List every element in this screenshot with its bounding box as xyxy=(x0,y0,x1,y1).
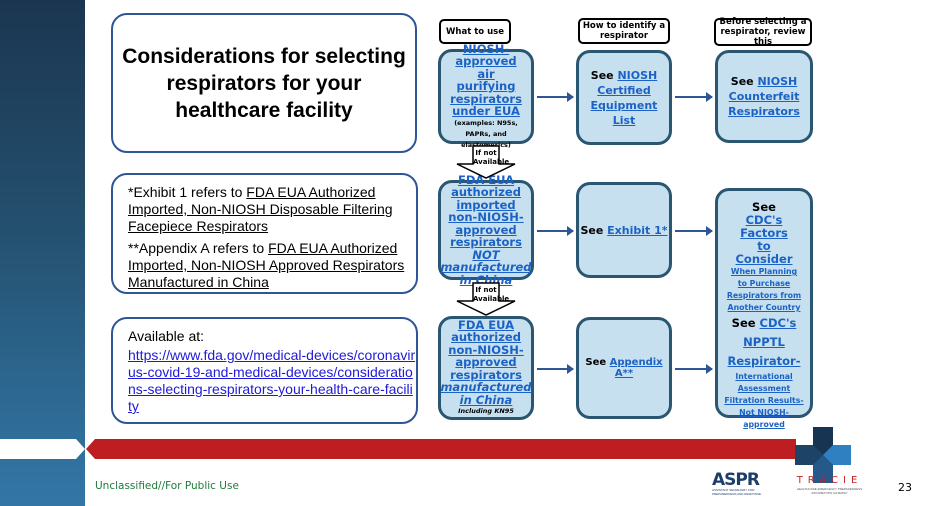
sidebar-stripe xyxy=(0,439,85,459)
header-what-to-use: What to use xyxy=(439,19,511,44)
exhibit-1-box: See Exhibit 1* xyxy=(576,182,672,278)
exhibit-note: *Exhibit 1 refers to FDA EUA Authorized … xyxy=(128,184,416,235)
exhibit-1-link[interactable]: Exhibit 1* xyxy=(607,223,668,237)
see-prefix: See xyxy=(752,200,776,214)
tracie-cross-icon xyxy=(795,427,851,483)
header-how-to-identify: How to identify a respirator xyxy=(578,18,670,44)
fda-china-link[interactable]: FDA EUA authorized non-NIOSH-approved re… xyxy=(448,317,524,382)
header-before-selecting: Before selecting a respirator, review th… xyxy=(714,17,812,47)
see-prefix: See xyxy=(731,316,760,330)
if-not-available-label: If not Available xyxy=(473,149,510,166)
niosh-approved-box: NIOSH-approved air purifying respirators… xyxy=(438,42,534,149)
see-prefix: See xyxy=(730,75,758,88)
niosh-cel-box: See NIOSH Certified Equipment List xyxy=(576,50,672,145)
tracie-logo-text: TRACIE xyxy=(796,475,863,486)
footnotes-box: *Exhibit 1 refers to FDA EUA Authorized … xyxy=(111,173,418,294)
cdc-npptl-sub-link[interactable]: International Assessment Filtration Resu… xyxy=(724,372,804,429)
cdc-factors-sub-link[interactable]: When Planning to Purchase Respirators fr… xyxy=(726,267,802,312)
see-prefix: See xyxy=(590,68,618,82)
page-title: Considerations for selecting respirators… xyxy=(122,44,406,122)
cdc-npptl-link[interactable]: CDC's NPPTL Respirator- xyxy=(727,316,801,368)
aspr-logo-subtitle: ASSISTANT SECRETARY FOR PREPAREDNESS AND… xyxy=(712,488,761,496)
see-prefix: See xyxy=(585,357,610,368)
appendix-note-prefix: **Appendix A refers to xyxy=(128,240,269,256)
kn95-note: Including KN95 xyxy=(458,407,514,416)
exhibit-link[interactable]: FDA EUA Authorized Imported, Non-NIOSH D… xyxy=(128,184,393,234)
niosh-examples-note: (examples: N95s, PAPRs, and elastomerics… xyxy=(454,118,518,149)
down-arrow-icon xyxy=(456,145,516,179)
title-box: Considerations for selecting respirators… xyxy=(111,13,417,153)
see-prefix: See xyxy=(580,223,608,237)
appendix-note: **Appendix A refers to FDA EUA Authorize… xyxy=(128,240,416,291)
niosh-counterfeit-box: See NIOSH Counterfeit Respirators xyxy=(715,50,813,143)
availability-label: Available at: xyxy=(128,328,205,344)
appendix-link[interactable]: FDA EUA Authorized Imported, Non-NIOSH A… xyxy=(128,240,405,290)
tracie-logo: TRACIE HEALTHCARE EMERGENCY PREPAREDNESS… xyxy=(787,475,872,495)
fda-url-link[interactable]: https://www.fda.gov/medical-devices/coro… xyxy=(128,347,416,414)
arrow-row1-a xyxy=(537,92,574,102)
appendix-a-box: See Appendix A** xyxy=(576,317,672,419)
manufactured-in-china-link[interactable]: manufactured in China xyxy=(440,380,532,407)
arrow-row3-a xyxy=(537,364,574,374)
arrow-row3-b xyxy=(675,364,713,374)
cdc-factors-link[interactable]: CDC's Factors to Consider xyxy=(735,213,793,266)
fda-china-box: FDA EUA authorized non-NIOSH-approved re… xyxy=(438,316,534,420)
down-arrow-1: If not Available xyxy=(451,145,521,179)
classification-label: Unclassified//For Public Use xyxy=(95,480,239,492)
aspr-logo: ASPR ASSISTANT SECRETARY FOR PREPAREDNES… xyxy=(712,472,772,496)
aspr-logo-text: ASPR xyxy=(712,470,760,490)
down-arrow-2: If not Available xyxy=(451,282,521,316)
tracie-logo-subtitle: HEALTHCARE EMERGENCY PREPAREDNESS INFORM… xyxy=(796,487,863,495)
exhibit-note-prefix: *Exhibit 1 refers to xyxy=(128,184,247,200)
fda-imported-not-china-link[interactable]: FDA EUA authorized imported non-NIOSH-ap… xyxy=(448,172,524,250)
down-arrow-icon xyxy=(456,282,516,316)
niosh-approved-link[interactable]: NIOSH-approved air purifying respirators… xyxy=(450,41,522,118)
sidebar-band xyxy=(0,0,85,506)
page-number: 23 xyxy=(898,481,912,494)
arrow-row2-b xyxy=(675,226,713,236)
niosh-cel-link[interactable]: NIOSH Certified Equipment List xyxy=(590,68,658,127)
arrow-row1-b xyxy=(675,92,713,102)
red-accent-band xyxy=(86,439,796,459)
cdc-review-box: See CDC's Factors to Consider When Plann… xyxy=(715,188,813,429)
niosh-counterfeit-link[interactable]: NIOSH Counterfeit Respirators xyxy=(728,75,800,118)
appendix-a-link[interactable]: Appendix A** xyxy=(609,357,663,379)
fda-imported-not-china-box: FDA EUA authorized imported non-NIOSH-ap… xyxy=(438,174,534,286)
availability-box: Available at: https://www.fda.gov/medica… xyxy=(111,317,418,424)
not-manufactured-in-china-link[interactable]: NOT manufactured in China xyxy=(440,247,532,287)
arrow-row2-a xyxy=(537,226,574,236)
if-not-available-label: If not Available xyxy=(473,286,510,303)
